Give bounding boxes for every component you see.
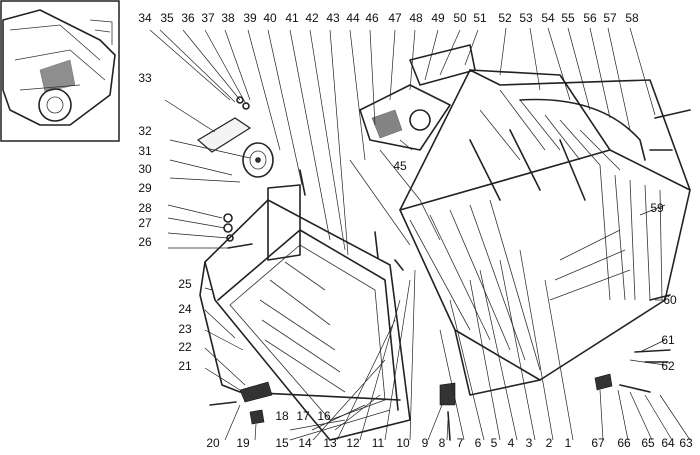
- callout-label-66: 66: [617, 436, 631, 450]
- callout-label-18: 18: [275, 409, 289, 423]
- callout-label-2: 2: [546, 436, 553, 450]
- callout-label-50: 50: [453, 11, 467, 25]
- callout-label-24: 24: [178, 302, 192, 316]
- callout-label-67: 67: [591, 436, 605, 450]
- callout-label-19: 19: [236, 436, 250, 450]
- hardware: [209, 96, 691, 441]
- callout-label-35: 35: [160, 11, 174, 25]
- callout-label-55: 55: [561, 11, 575, 25]
- callout-label-62: 62: [661, 359, 675, 373]
- callout-label-58: 58: [625, 11, 639, 25]
- callout-label-17: 17: [296, 409, 310, 423]
- callout-label-52: 52: [498, 11, 512, 25]
- callout-label-51: 51: [473, 11, 487, 25]
- callout-label-56: 56: [583, 11, 597, 25]
- callout-label-45: 45: [393, 159, 407, 173]
- callout-label-26: 26: [138, 235, 152, 249]
- callout-label-14: 14: [298, 436, 312, 450]
- callout-label-65: 65: [641, 436, 655, 450]
- callout-label-40: 40: [263, 11, 277, 25]
- callout-label-13: 13: [323, 436, 337, 450]
- callout-label-39: 39: [243, 11, 257, 25]
- callout-label-10: 10: [396, 436, 410, 450]
- callout-label-64: 64: [661, 436, 675, 450]
- callout-label-27: 27: [138, 216, 152, 230]
- callout-label-12: 12: [346, 436, 360, 450]
- callout-label-41: 41: [285, 11, 299, 25]
- callout-label-46: 46: [365, 11, 379, 25]
- cage-frame: [399, 69, 691, 396]
- callout-label-63: 63: [679, 436, 693, 450]
- callout-label-22: 22: [178, 340, 192, 354]
- callout-label-20: 20: [206, 436, 220, 450]
- pulley: [242, 142, 274, 178]
- callout-label-11: 11: [372, 436, 385, 450]
- callout-label-1: 1: [565, 436, 572, 450]
- callout-label-3: 3: [526, 436, 533, 450]
- callout-label-34: 34: [138, 11, 152, 25]
- callout-label-21: 21: [178, 359, 192, 373]
- leader-lines: [149, 27, 691, 441]
- callout-label-4: 4: [508, 436, 515, 450]
- callout-label-15: 15: [275, 436, 289, 450]
- callout-label-32: 32: [138, 124, 152, 138]
- callout-label-53: 53: [519, 11, 533, 25]
- callout-label-30: 30: [138, 162, 152, 176]
- callout-label-25: 25: [178, 277, 192, 291]
- callout-label-47: 47: [388, 11, 402, 25]
- callout-label-33: 33: [138, 71, 152, 85]
- callout-label-9: 9: [422, 436, 429, 450]
- gear-housing: [349, 44, 476, 246]
- callout-label-8: 8: [439, 436, 446, 450]
- machine-inset: [0, 0, 120, 142]
- callout-label-37: 37: [201, 11, 215, 25]
- callout-label-28: 28: [138, 201, 152, 215]
- callout-label-29: 29: [138, 181, 152, 195]
- callout-label-59: 59: [650, 201, 664, 215]
- callout-label-57: 57: [603, 11, 617, 25]
- callout-label-48: 48: [409, 11, 423, 25]
- callout-label-38: 38: [221, 11, 235, 25]
- callout-label-54: 54: [541, 11, 555, 25]
- callout-label-43: 43: [326, 11, 340, 25]
- callout-label-23: 23: [178, 322, 192, 336]
- callout-label-60: 60: [663, 293, 677, 307]
- callout-label-42: 42: [305, 11, 319, 25]
- callout-label-31: 31: [138, 144, 152, 158]
- callout-label-16: 16: [317, 409, 331, 423]
- callout-label-6: 6: [475, 436, 482, 450]
- cover-plate: [196, 117, 252, 153]
- callout-label-44: 44: [346, 11, 360, 25]
- callout-label-49: 49: [431, 11, 445, 25]
- callout-label-5: 5: [491, 436, 498, 450]
- callout-label-7: 7: [457, 436, 464, 450]
- callout-label-61: 61: [661, 333, 675, 347]
- callout-label-36: 36: [181, 11, 195, 25]
